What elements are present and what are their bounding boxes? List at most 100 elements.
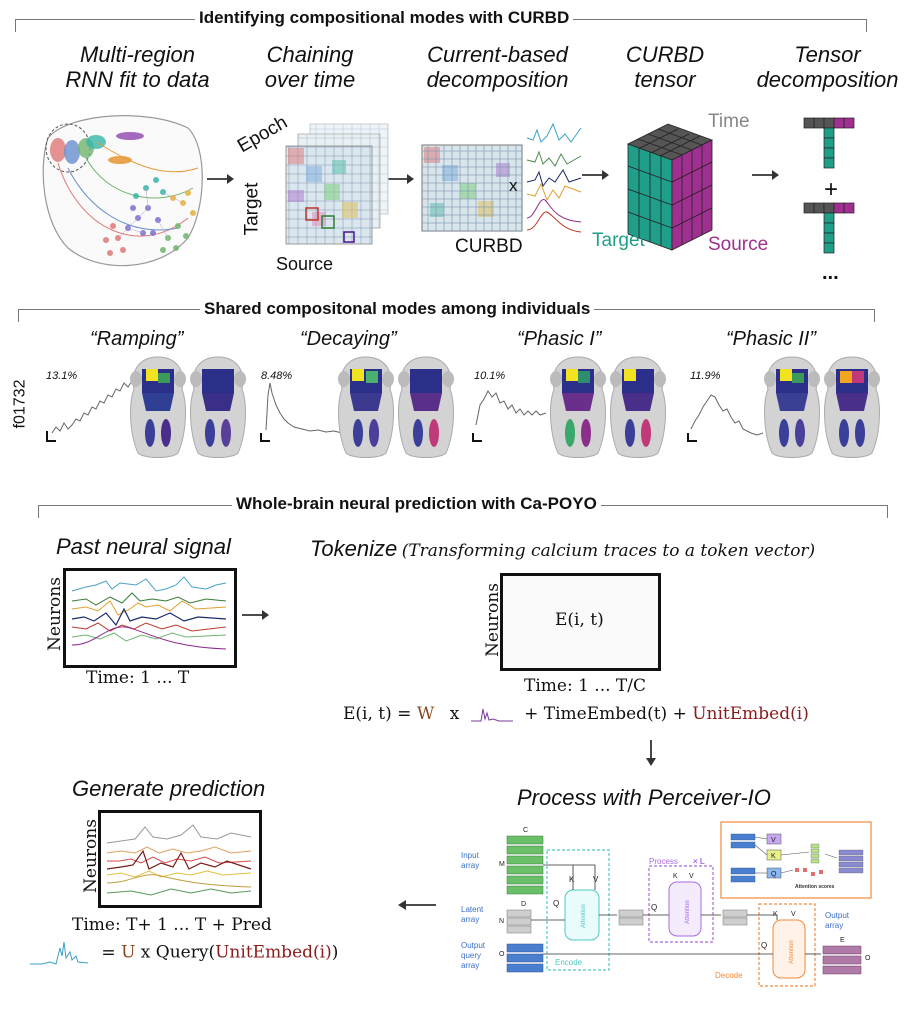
process-label: Process xyxy=(649,857,678,866)
latent-array-label-2: array xyxy=(461,915,479,924)
process-q: Q xyxy=(651,903,657,912)
cube-target-label: Target xyxy=(592,230,645,251)
tensor-component-2 xyxy=(803,202,855,254)
equation-times: x xyxy=(449,704,460,724)
brain-map-phasic1-1 xyxy=(550,356,606,458)
past-neurons-label: Neurons xyxy=(44,577,65,651)
tokenize-title: Tokenize (Transforming calcium traces to… xyxy=(310,536,815,562)
section1-title: Identifying compositional modes with CUR… xyxy=(195,8,574,28)
arrow-icon xyxy=(387,174,414,184)
panel-title-chaining-line2: over time xyxy=(264,67,356,92)
panel-title-decomposition: Current-based decomposition xyxy=(405,42,590,92)
mode-trace-phasic-1 xyxy=(472,390,547,442)
token-box: E(i, t) xyxy=(500,573,661,671)
detail-q: Q xyxy=(771,871,777,878)
brain-map-phasic2-2 xyxy=(824,356,880,458)
equation-plus-timeembed: + TimeEmbed(t) + xyxy=(524,704,693,724)
token-neurons-label: Neurons xyxy=(482,583,503,657)
ellipsis: ... xyxy=(822,262,839,284)
down-arrow-icon xyxy=(646,740,656,766)
mode-title-phasic-1: “Phasic I” xyxy=(517,328,602,350)
prediction-traces xyxy=(106,824,252,896)
tensor-component-1 xyxy=(803,117,855,169)
panel-title-decomposition-line2: decomposition xyxy=(426,67,569,92)
output-query-label-2: query xyxy=(461,951,481,960)
panel-title-curbd-tensor: CURBD tensor xyxy=(610,42,720,92)
panel-title-rnn-line1: Multi-region xyxy=(80,42,195,67)
output-array-label-2: array xyxy=(825,921,843,930)
query-unitembed: UnitEmbed(i) xyxy=(215,942,332,963)
encode-k: K xyxy=(569,875,575,884)
chained-matrices-illustration xyxy=(285,123,389,245)
brain-map-phasic1-2 xyxy=(610,356,666,458)
curbd-tensor-cube xyxy=(626,123,714,251)
latent-array-label-1: Latent xyxy=(461,905,484,914)
detail-v: V xyxy=(771,837,776,844)
query-u: U xyxy=(121,942,136,963)
encode-label: Encode xyxy=(555,958,583,967)
mode-trace-phasic-2 xyxy=(687,394,764,442)
encode-v: V xyxy=(593,875,599,884)
panel-title-chaining: Chaining over time xyxy=(240,42,380,92)
curbd-traces-illustration xyxy=(526,122,582,233)
arrow-icon xyxy=(207,174,234,184)
brain-map-ramping-1 xyxy=(130,356,186,458)
mode-trace-decaying xyxy=(260,382,349,442)
decode-q: Q xyxy=(761,941,767,950)
multi-region-rnn-illustration xyxy=(42,115,203,267)
mode-percent-ramping: 13.1% xyxy=(46,370,78,382)
panel-title-tensor-decomp-line1: Tensor xyxy=(794,42,861,67)
decode-attention-label: Attention xyxy=(789,940,795,964)
dim-e: E xyxy=(840,937,845,944)
brain-map-decaying-2 xyxy=(398,356,454,458)
curbd-label: CURBD xyxy=(455,236,523,257)
query-eq-pre: = xyxy=(101,942,122,963)
cube-time-label: Time xyxy=(708,111,750,132)
perceiver-io-diagram: Input array C M Latent array D N Output … xyxy=(461,821,872,987)
predicted-trace-icon xyxy=(30,941,89,965)
past-signal-title: Past neural signal xyxy=(56,534,231,559)
mode-title-phasic-2: “Phasic II” xyxy=(726,328,817,350)
token-equation: E(i, t) = W x + TimeEmbed(t) + UnitEmbed… xyxy=(343,704,809,725)
section2-title: Shared compositonal modes among individu… xyxy=(200,299,595,319)
dim-d: D xyxy=(521,901,526,908)
process-k: K xyxy=(673,873,678,880)
tokenize-subtitle: (Transforming calcium traces to a token … xyxy=(401,541,816,561)
mode-percent-phasic-2: 11.9% xyxy=(690,370,721,382)
past-time-label: Time: 1 ... T xyxy=(86,668,190,688)
prediction-box xyxy=(98,810,262,908)
dim-o-output: O xyxy=(865,955,871,962)
input-array-label-2: array xyxy=(461,861,479,870)
subject-id-label: f01732 xyxy=(11,379,29,429)
tokenize-title-main: Tokenize xyxy=(310,536,398,561)
token-box-label: E(i, t) xyxy=(555,610,604,630)
curbd-matrix-illustration xyxy=(421,144,523,232)
plus-symbol: + xyxy=(824,176,839,203)
dim-m: M xyxy=(499,861,505,868)
panel-title-rnn-line2: RNN fit to data xyxy=(65,67,210,92)
panel-title-curbd-tensor-line2: tensor xyxy=(634,67,696,92)
process-title: Process with Perceiver-IO xyxy=(517,785,771,810)
times-symbol: x xyxy=(509,176,518,195)
brain-map-phasic2-1 xyxy=(764,356,820,458)
input-array-label-1: Input xyxy=(461,851,480,860)
past-signal-traces xyxy=(71,576,227,650)
arrow-icon xyxy=(242,610,269,620)
detail-k: K xyxy=(771,853,776,860)
query-equation: = U x Query(UnitEmbed(i)) xyxy=(28,938,338,968)
arrow-icon xyxy=(582,170,609,180)
dim-o: O xyxy=(499,951,505,958)
panel-title-decomposition-line1: Current-based xyxy=(427,42,568,67)
axis-source-label: Source xyxy=(276,254,334,274)
decode-label: Decode xyxy=(715,971,743,980)
section3-title: Whole-brain neural prediction with Ca-PO… xyxy=(232,494,601,514)
equation-unitembed: UnitEmbed(i) xyxy=(692,704,809,724)
prediction-neurons-label: Neurons xyxy=(80,819,101,893)
output-query-label-3: array xyxy=(461,961,479,970)
decode-k: K xyxy=(773,911,778,918)
equation-w: W xyxy=(416,704,435,724)
query-end: ) xyxy=(331,942,339,963)
past-signal-box xyxy=(63,568,237,668)
encode-attention-label: Attention xyxy=(581,904,587,928)
query-mid: x Query( xyxy=(135,942,216,963)
